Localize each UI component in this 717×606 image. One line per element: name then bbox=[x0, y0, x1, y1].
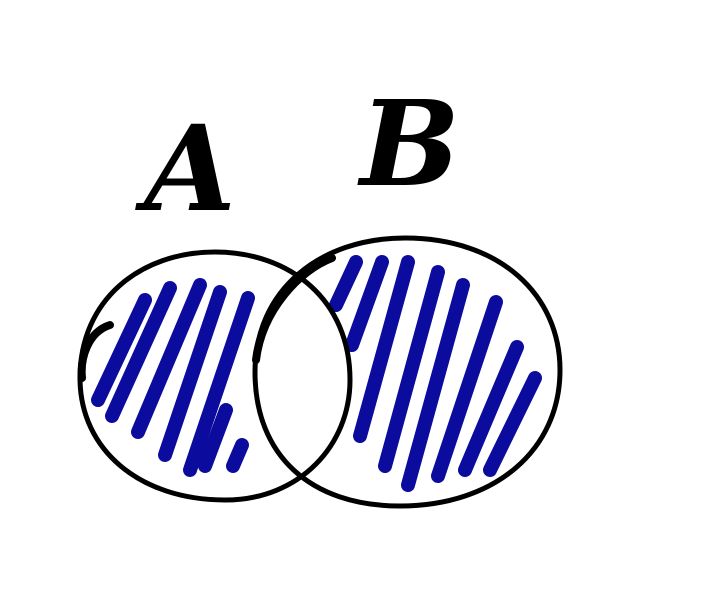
set-b-outline-stroke-start bbox=[252, 254, 336, 364]
set-a-label: A bbox=[134, 99, 236, 238]
hatch-stroke-b-1 bbox=[329, 255, 363, 312]
hatch-stroke-b-7 bbox=[458, 340, 524, 477]
hatch-stroke-b-8 bbox=[483, 371, 542, 477]
hatch-stroke-b-3 bbox=[353, 255, 415, 443]
hatch-stroke-a-7 bbox=[226, 438, 249, 473]
hatch-stroke-a-4 bbox=[158, 285, 227, 462]
set-a-outline-stroke-start bbox=[77, 321, 114, 382]
set-b-only-hatching bbox=[329, 255, 542, 492]
set-a-outline bbox=[77, 249, 353, 503]
hatch-stroke-a-5 bbox=[183, 291, 255, 477]
set-b-outline bbox=[252, 235, 563, 509]
set-a-only-hatching bbox=[91, 278, 255, 477]
hatch-stroke-a-1 bbox=[91, 293, 152, 407]
hatch-stroke-b-6 bbox=[431, 295, 503, 483]
hatch-group-b bbox=[329, 255, 542, 492]
hatch-stroke-a-3 bbox=[131, 278, 207, 439]
set-b-label: B bbox=[357, 74, 460, 213]
hatch-stroke-a-2 bbox=[105, 281, 177, 423]
hatch-stroke-a-6 bbox=[198, 403, 233, 473]
hatch-group-a bbox=[91, 278, 255, 477]
hatch-stroke-b-4 bbox=[378, 265, 445, 473]
hatch-stroke-b-5 bbox=[401, 278, 470, 492]
hatch-stroke-b-2 bbox=[345, 255, 389, 352]
